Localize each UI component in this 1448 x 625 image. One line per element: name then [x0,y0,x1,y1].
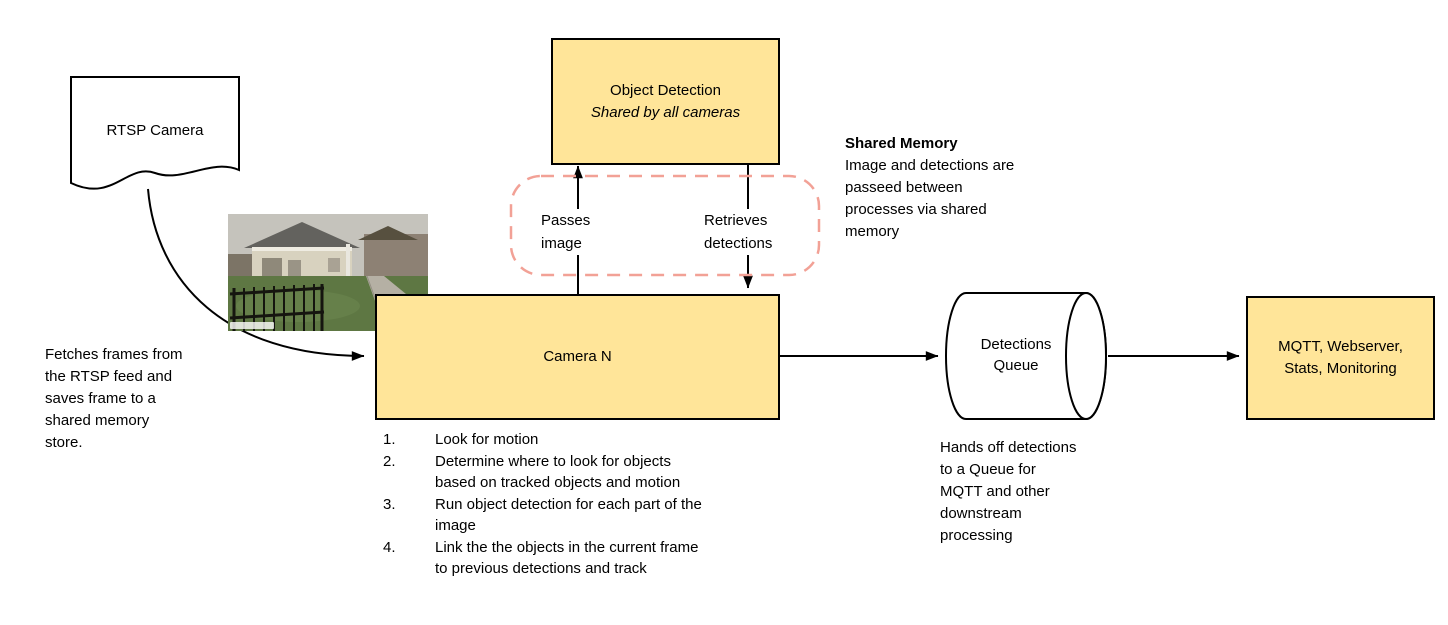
garage-trim [252,247,352,251]
detections-queue-label: Detections Queue [980,336,1052,374]
rtsp-to-camera-arrow [147,188,365,361]
node-outputs: MQTT, Webserver, Stats, Monitoring [1246,296,1435,420]
outputs-label: MQTT, Webserver, Stats, Monitoring [1278,338,1403,377]
garage-roof [244,222,360,248]
step-number: 3. [383,496,396,513]
queue-handoff-note: Hands off detections to a Queue for MQTT… [940,439,1077,544]
step-text: Look for motion [435,431,539,448]
node-camera-n: Camera N [375,294,780,420]
garage-window [328,258,340,272]
background-trees [228,254,256,278]
list-item: 3. Run object detection for each part of… [383,494,743,536]
step-number: 1. [383,431,396,448]
timestamp-overlay [230,322,274,329]
rtsp-camera-label: RTSP Camera [106,122,204,139]
step-number: 2. [383,453,396,470]
fence [229,284,325,331]
background-roof [358,226,418,240]
list-item: 1. Look for motion [383,429,743,450]
shared-memory-note: Shared Memory Image and detections are p… [845,133,1021,243]
camera-steps-list: 1. Look for motion 2. Determine where to… [383,429,743,580]
lawn-patch [236,290,360,322]
step-text: Link the the objects in the current fram… [435,539,699,577]
fetch-frames-note: Fetches frames from the RTSP feed and sa… [45,346,183,451]
downspout [346,244,350,292]
step-number: 4. [383,539,396,556]
object-detection-text: Object Detection Shared by all cameras [591,80,740,124]
camera-n-label: Camera N [543,348,612,365]
retrieves-detections-label: Retrieves detections [701,209,787,255]
passes-image-label: Passes image [538,209,600,255]
object-detection-title: Object Detection [610,81,721,99]
detections-queue-cap [1065,292,1107,420]
step-text: Determine where to look for objects base… [435,453,681,491]
list-item: 2. Determine where to look for objects b… [383,451,743,493]
shared-memory-body: Image and detections are passeed between… [845,157,1015,240]
node-object-detection: Object Detection Shared by all cameras [551,38,780,165]
list-item: 4. Link the the objects in the current f… [383,537,743,579]
shared-memory-outline [509,174,821,277]
background-house [364,234,428,276]
shared-memory-title: Shared Memory [845,135,958,152]
object-detection-subtitle: Shared by all cameras [590,103,741,121]
step-text: Run object detection for each part of th… [435,496,702,534]
rtsp-camera-shape [70,76,240,190]
